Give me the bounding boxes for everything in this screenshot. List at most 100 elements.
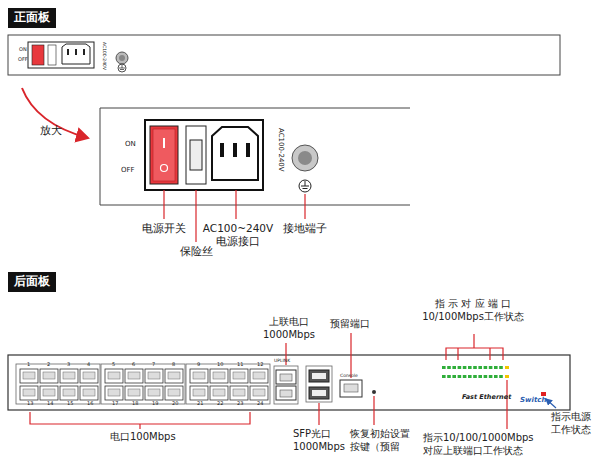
status-led [447,375,451,378]
callout-label: SFP光口 1000Mbps [293,428,349,453]
back-panel [8,355,570,410]
rj45-port [210,369,228,383]
port-marking: Console [340,373,358,379]
rj45-port [250,386,268,400]
rj45-socket [213,389,225,396]
port-marking: UPLINK [274,358,290,364]
rj45-socket [253,372,265,379]
rj45-port [105,369,123,383]
status-led [494,375,498,378]
rj45-socket [233,389,245,396]
voltage-marking: AC100-240V [276,128,285,172]
port-number: 20 [172,400,178,406]
status-led [463,375,467,378]
callout-label: 指示电源 工作状态 [551,411,597,436]
section-header: 后面板 [8,272,56,292]
port-number: 22 [217,400,223,406]
rj45-port [40,369,58,383]
port-number: 23 [237,400,243,406]
status-led [458,375,462,378]
rj45-socket [108,372,120,379]
port-number: 24 [257,400,263,406]
rj45-socket [168,372,180,379]
port-number: 13 [27,400,33,406]
rj45-port [80,369,98,383]
port-number: 7 [152,361,155,367]
rj45-port [190,386,208,400]
leader-lines [30,333,507,429]
status-led [463,366,467,369]
port-number: 19 [152,400,158,406]
rj45-port [20,369,38,383]
port-number: 8 [172,361,175,367]
port-number: 17 [112,400,118,406]
rj45-socket [148,372,160,379]
status-led [452,366,456,369]
port-number: 11 [237,361,243,367]
rj45-socket [128,372,140,379]
rj45-port [20,386,38,400]
rj45-port [60,369,78,383]
brand-logo: Switch [520,396,546,405]
rj45-port [60,386,78,400]
rj45-port [125,369,143,383]
status-led [452,375,456,378]
port-number: 14 [47,400,53,406]
port-number: 5 [112,361,115,367]
status-led [489,366,493,369]
rj45-port [145,369,163,383]
rj45-socket [193,389,205,396]
status-led [499,375,503,378]
zoom-label: 放大 [40,124,62,138]
callout-label: 电口100Mbps [110,431,176,444]
status-led [489,375,493,378]
callout-label: 保险丝 [180,245,213,258]
rj45-socket [128,389,140,396]
port-number: 3 [67,361,70,367]
port-number: 18 [132,400,138,406]
port-number: 21 [197,400,203,406]
status-led [494,366,498,369]
status-led [447,366,451,369]
rj45-socket [43,372,55,379]
port-number: 10 [217,361,223,367]
rj45-socket [213,372,225,379]
callout-label: 指 示 对 应 端 口 10/100Mbps工作状态 [421,298,525,323]
voltage-marking: AC100-240V [101,42,107,70]
leader-lines [164,190,305,242]
rj45-port [80,386,98,400]
status-led [473,375,477,378]
status-led [478,375,482,378]
port-number: 16 [87,400,93,406]
switch-marking: OFF [18,56,28,62]
callout-label: 预留端口 [330,318,370,331]
status-led [468,366,472,369]
section-header: 正面板 [8,8,56,28]
switch-marking: ON [125,140,136,149]
zoom-arrow [22,88,88,138]
callout-label: 电源开关 [142,222,186,235]
status-led [484,375,488,378]
status-led [484,366,488,369]
rj45-port [210,386,228,400]
port-number: 4 [87,361,90,367]
power-led-arrow [546,399,556,408]
rj45-socket [83,389,95,396]
rj45-socket [108,389,120,396]
status-led [478,366,482,369]
rj45-port [190,369,208,383]
rj45-port [250,369,268,383]
brand-text: Fast Ethernet [462,393,511,401]
rj45-port [165,369,183,383]
port-number: 15 [67,400,73,406]
rj45-socket [168,389,180,396]
switch-marking: ON [19,46,27,52]
rj45-socket [63,389,75,396]
switch-marking: OFF [121,166,135,175]
rj45-socket [23,372,35,379]
rj45-socket [63,372,75,379]
rj45-socket [253,389,265,396]
status-led [442,366,446,369]
rj45-port [125,386,143,400]
callout-label: 接地端子 [283,222,327,235]
